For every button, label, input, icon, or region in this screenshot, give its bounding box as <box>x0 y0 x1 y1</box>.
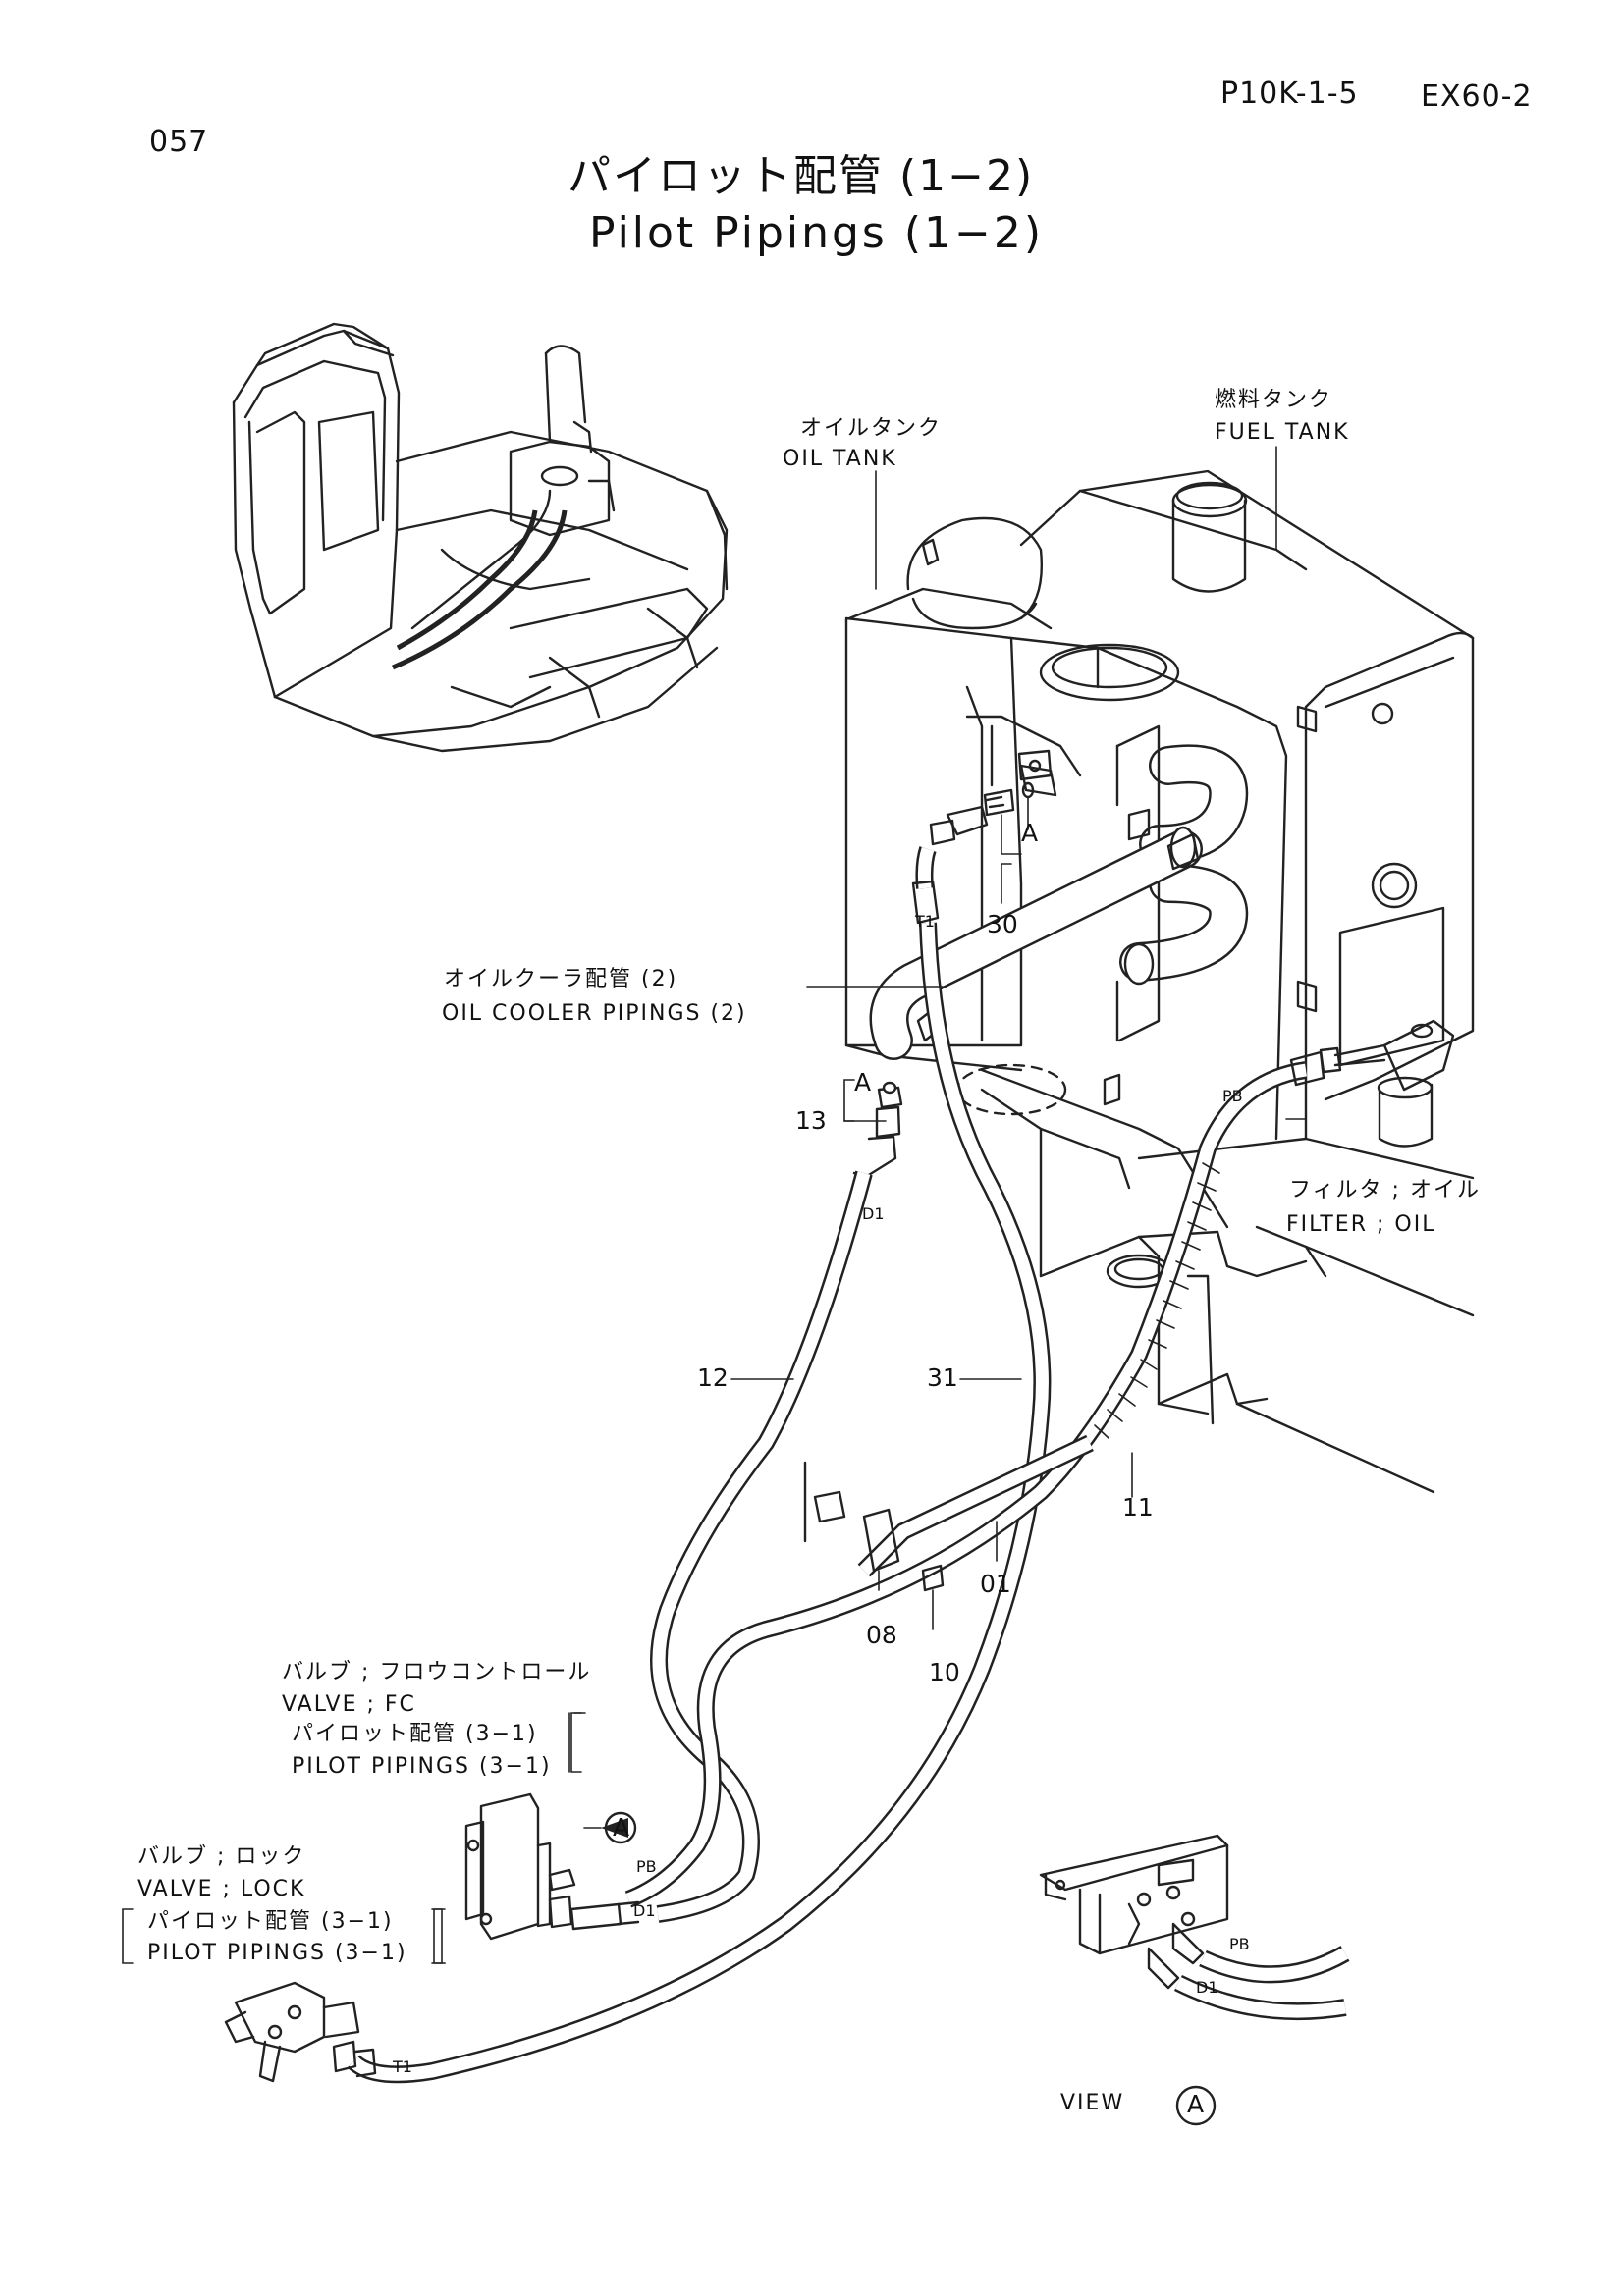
oil-filter-label-en: FILTER ; OIL <box>1286 1212 1436 1237</box>
callout-31: 31 <box>927 1363 958 1392</box>
fc-valve-ref-jp: パイロット配管 (3−1) <box>292 1722 538 1746</box>
tag-pb-view: PB <box>1229 1935 1250 1953</box>
lock-valve-illustration <box>224 1981 377 2083</box>
oil-cooler-label-en: OIL COOLER PIPINGS (2) <box>442 1001 747 1026</box>
pipe-01-clamp <box>803 1434 1094 1630</box>
leader-lines <box>122 446 1307 1964</box>
tag-d1-view: D1 <box>1196 1978 1218 1997</box>
callout-a-circle-view: A <box>1187 2090 1205 2118</box>
fuel-tank-label-jp: 燃料タンク <box>1215 388 1333 412</box>
view-a-inset <box>1039 1834 1350 2126</box>
tag-d1-hose: D1 <box>862 1204 885 1223</box>
callout-a-upper: A <box>1021 819 1039 847</box>
oil-tank-label-en: OIL TANK <box>783 447 897 471</box>
hose-31 <box>347 922 1052 2084</box>
title-english: Pilot Pipings (1−2) <box>589 208 1045 258</box>
fc-valve-illustration <box>464 1792 640 1941</box>
callout-01: 01 <box>980 1570 1011 1598</box>
fc-valve-label-en: VALVE ; FC <box>282 1692 416 1717</box>
oil-filter-label-jp: フィルタ ; オイル <box>1289 1178 1481 1202</box>
page-number: 057 <box>149 125 209 159</box>
tank-fittings <box>911 749 1053 925</box>
oil-cooler-pipe <box>869 826 1203 1060</box>
fc-valve-ref-en: PILOT PIPINGS (3−1) <box>292 1754 552 1779</box>
fuel-tank-label-en: FUEL TANK <box>1215 420 1350 445</box>
title-japanese: パイロット配管 (1−2) <box>568 151 1035 201</box>
oil-cooler-label-jp: オイルクーラ配管 (2) <box>444 967 678 991</box>
fuel-tank-illustration <box>980 469 1475 1494</box>
oil-tank-illustration <box>844 516 1100 1116</box>
tag-t1-tank: T1 <box>915 912 935 931</box>
callout-11: 11 <box>1122 1493 1154 1522</box>
tag-pb-filter: PB <box>1222 1087 1243 1105</box>
hose-11 <box>624 1050 1325 1908</box>
page-code: P10K-1-5 <box>1220 77 1359 111</box>
callout-08: 08 <box>866 1621 897 1649</box>
tag-d1-fc: D1 <box>633 1901 656 1920</box>
lock-valve-label-en: VALVE ; LOCK <box>137 1877 306 1901</box>
lock-valve-ref-en: PILOT PIPINGS (3−1) <box>147 1941 407 1965</box>
callout-12: 12 <box>697 1363 729 1392</box>
excavator-overview-illustration <box>232 322 729 753</box>
callout-a-circle-fc: A <box>613 1813 630 1842</box>
callout-a-lower: A <box>854 1068 872 1096</box>
callout-30: 30 <box>987 910 1018 938</box>
fc-valve-label-jp: バルブ ; フロウコントロール <box>282 1660 592 1684</box>
oil-tank-label-jp: オイルタンク <box>800 416 943 441</box>
model-number: EX60-2 <box>1421 80 1533 114</box>
tag-t1-lock: T1 <box>393 2057 412 2076</box>
callout-10: 10 <box>929 1658 960 1686</box>
lock-valve-label-jp: バルブ ; ロック <box>137 1844 306 1869</box>
hose-12 <box>650 1081 903 1923</box>
lock-valve-ref-jp: パイロット配管 (3−1) <box>147 1909 394 1934</box>
tag-pb-fc: PB <box>636 1857 657 1876</box>
view-label: VIEW <box>1060 2091 1125 2115</box>
callout-13: 13 <box>795 1106 827 1135</box>
